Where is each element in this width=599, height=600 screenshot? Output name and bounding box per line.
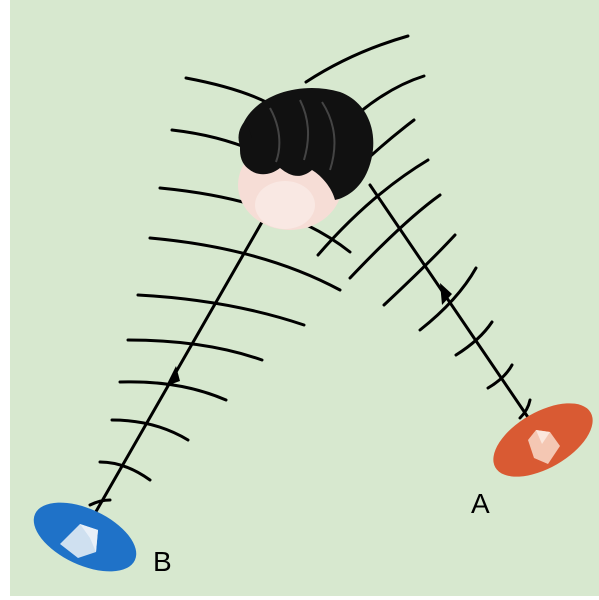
rays: [88, 183, 540, 524]
wavefront-b-5: [126, 338, 264, 362]
wavefront-a-3: [454, 320, 494, 357]
wavefront-b-4: [118, 380, 228, 402]
speaker-b-icon: [33, 502, 137, 572]
wavefront-b-7: [148, 236, 342, 292]
wavefront-b-6: [136, 293, 306, 327]
source-a-label: A: [471, 488, 490, 519]
wavefront-b-1: [88, 498, 112, 507]
speaker-a-icon: [493, 403, 593, 477]
arrowhead-icon: [440, 283, 452, 305]
ray-from-a: [368, 183, 540, 434]
wavefront-a-9: [358, 74, 426, 114]
arrowhead-icon: [166, 366, 180, 386]
wavefront-a-4: [418, 266, 478, 332]
wavefront-a-7: [316, 158, 430, 257]
listener-head-icon: [238, 87, 374, 230]
arrowheads: [166, 283, 452, 386]
wavefront-b-2: [98, 460, 152, 482]
source-b-label: B: [153, 546, 172, 577]
wavefront-a-1: [518, 398, 532, 420]
wavefront-b-3: [110, 418, 190, 442]
wavefront-a-10: [304, 34, 410, 84]
